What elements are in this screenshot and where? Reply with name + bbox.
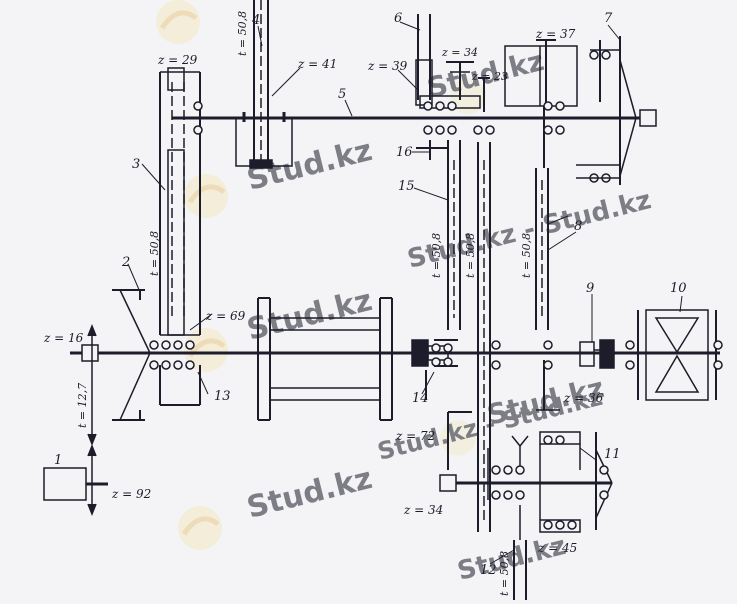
annotation-t508-left: t = 50,8: [148, 231, 161, 276]
annotation-t508-top: t = 50,8: [236, 11, 249, 56]
label-15: 15: [398, 179, 415, 194]
label-1: 1: [54, 453, 62, 468]
label-11: 11: [604, 447, 621, 462]
motor-coupling-16: [81, 344, 99, 362]
label-13: 13: [214, 389, 231, 404]
shaft-12-end: [439, 474, 457, 492]
annotation-z41: z = 41: [297, 57, 337, 71]
label-9: 9: [586, 281, 594, 296]
annotation-t508-mid3: t = 50,8: [520, 233, 533, 278]
watermark-text: Stud.kz: [454, 531, 569, 587]
watermark-logo: [156, 0, 200, 44]
sprocket-z29: [167, 67, 185, 91]
label-4: 4: [251, 13, 260, 28]
watermark-text: Stud.kz: [243, 283, 375, 348]
annotation-z36: z = 36: [563, 391, 604, 405]
clutch-9: [579, 341, 595, 367]
bearings: [149, 101, 723, 530]
watermark-layer: Stud.kz Stud.kz Stud.kz Stud.kz Stud.kz …: [156, 0, 654, 587]
annotation-z16: z = 16: [43, 331, 84, 345]
leader-lines: [127, 21, 683, 565]
shaft-5-end: [639, 109, 657, 127]
brake-10: [645, 309, 709, 401]
label-7: 7: [604, 11, 613, 26]
label-3: 3: [132, 157, 140, 172]
annotation-t508-mid2: t = 50,8: [464, 233, 477, 278]
mechanism: [43, 0, 720, 600]
annotation-z34-top: z = 34: [441, 46, 478, 59]
clutch-14: [411, 339, 429, 367]
label-12: 12: [480, 563, 497, 578]
watermark-logo: [178, 506, 222, 550]
annotation-z37: z = 37: [535, 27, 576, 41]
label-16: 16: [396, 145, 413, 160]
label-14: 14: [412, 391, 429, 406]
label-6: 6: [394, 11, 402, 26]
annotation-t508-mid1: t = 50,8: [430, 233, 443, 278]
annotation-z72: z = 72: [395, 429, 435, 443]
annotation-z69: z = 69: [205, 309, 246, 323]
annotation-t127: t = 12,7: [76, 383, 89, 428]
watermark-text: Stud.kz: [243, 461, 375, 526]
motor-1: [43, 467, 87, 501]
annotation-z34-bot: z = 34: [403, 503, 443, 517]
label-8: 8: [574, 219, 582, 234]
label-5: 5: [338, 87, 346, 102]
annotation-t508-bot: t = 50,8: [498, 551, 511, 596]
sprocket-z69: [167, 149, 185, 336]
watermark-logo: [184, 174, 228, 218]
annotation-z92: z = 92: [111, 487, 151, 501]
annotation-z29: z = 29: [157, 53, 198, 67]
gear-z37: [504, 45, 578, 107]
annotation-z23: z = 23: [471, 70, 508, 83]
label-10: 10: [670, 281, 687, 296]
label-2: 2: [121, 255, 130, 270]
annotation-z39: z = 39: [367, 59, 408, 73]
annotation-z45: z = 45: [537, 541, 577, 555]
